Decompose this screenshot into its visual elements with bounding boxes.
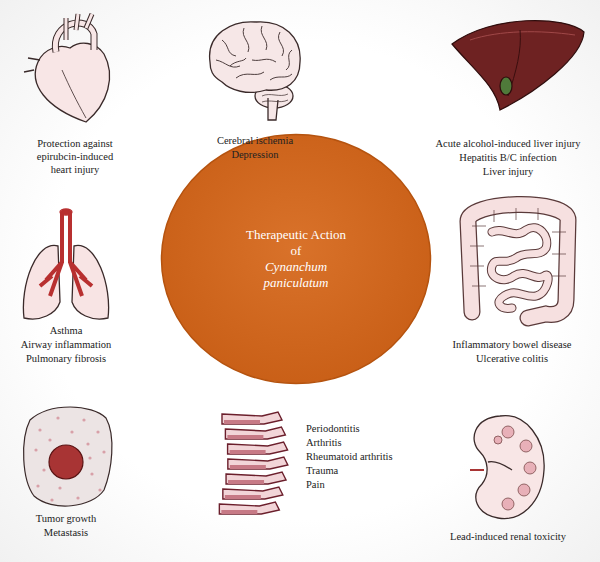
intestine-illustration-part: [468, 204, 568, 318]
caption-label: Depression: [231, 148, 278, 161]
spine-illustration-part: [224, 420, 260, 424]
cell-dots-part: [90, 472, 93, 475]
caption-label: Liver injury: [483, 165, 533, 178]
center-ellipse: Therapeutic Action ofCynanchum paniculat…: [160, 133, 432, 385]
intestine-illustration-part: [491, 228, 548, 309]
cell-dots-part: [56, 416, 59, 419]
caption-label: Acute alcohol-induced liver injury: [436, 137, 581, 150]
node-content: Therapeutic Action ofCynanchum paniculat…: [160, 133, 432, 385]
spine-illustration-part: [228, 457, 288, 469]
cell-dots-part: [34, 448, 37, 451]
caption-label: Asthma: [50, 324, 83, 337]
heart-illustration-part: [24, 58, 40, 72]
liver-illustration-part: [452, 21, 584, 110]
cell-dots-part: [98, 488, 101, 491]
kidney-illustration-part-part: [518, 484, 530, 496]
cell-dots-part: [36, 484, 39, 487]
tumor-cell-illustration-part: [49, 445, 83, 479]
node-text: Therapeutic Action of: [246, 227, 346, 259]
cell-dots-part: [88, 456, 91, 459]
cell-dots-part: [38, 428, 41, 431]
heart-illustration-part: [35, 43, 109, 122]
spine-illustration: [219, 412, 287, 514]
cell-dots-part: [42, 468, 45, 471]
intestine-illustration-part: [468, 204, 568, 318]
spine-illustration-part: [222, 412, 282, 424]
spine-illustration-part: [225, 495, 261, 499]
caption-label: Trauma: [306, 464, 338, 477]
cell-dots-part: [70, 430, 73, 433]
kidney-illustration-part-part: [524, 462, 536, 474]
caption-label: Ulcerative colitis: [476, 352, 548, 365]
kidney-illustration-part-part: [520, 440, 532, 452]
caption-label: Pulmonary fibrosis: [26, 352, 106, 365]
lungs-illustration-part: [60, 209, 72, 215]
caption-label: Arthritis: [306, 436, 342, 449]
caption-label: Tumor growth: [36, 512, 97, 525]
cell-dots: [34, 416, 105, 501]
brain-illustration: [210, 22, 301, 120]
kidney-illustration: [470, 416, 544, 519]
cell-dots-part: [50, 498, 53, 501]
brain-illustration-part: [262, 94, 288, 102]
tumor-cell-illustration-part: [24, 407, 112, 506]
kidney-illustration-part-part: [494, 436, 502, 444]
spine-illustration-part: [225, 427, 285, 439]
heart-illustration: [24, 14, 110, 122]
caption-label: Pain: [306, 478, 325, 491]
caption-label: Inflammatory bowel disease: [453, 338, 572, 351]
spine-illustration-part: [227, 435, 263, 439]
kidney-illustration-part: [470, 469, 484, 471]
spine-illustration-part: [228, 442, 288, 454]
kidney-illustration-part-part: [502, 498, 514, 510]
kidney-illustration-part-part: [502, 426, 514, 438]
node-text: Cynanchum paniculatum: [246, 259, 346, 291]
caption-label: Hepatitis B/C infection: [459, 151, 556, 164]
spine-illustration-part: [230, 450, 266, 454]
spine-illustration-part: [226, 472, 286, 484]
cell-dots-part: [48, 438, 51, 441]
brain-illustration-part: [216, 26, 292, 80]
cell-dots-part: [96, 430, 99, 433]
liver-illustration-part: [500, 77, 512, 95]
intestine-illustration-part: [491, 228, 548, 309]
caption-label: Airway inflammation: [21, 338, 112, 351]
liver-illustration-part: [470, 32, 575, 40]
lungs-illustration-part: [40, 212, 92, 296]
liver-illustration: [452, 21, 584, 110]
cell-dots-part: [82, 418, 85, 421]
caption-label: Lead-induced renal toxicity: [450, 530, 566, 543]
heart-illustration-part: [62, 70, 86, 118]
brain-illustration-part: [210, 22, 301, 93]
cell-dots-part: [86, 442, 89, 445]
caption-label: Rheumatoid arthritis: [306, 450, 393, 463]
caption-label: Periodontitis: [306, 422, 360, 435]
spine-illustration-part: [223, 487, 283, 499]
cell-dots-part: [102, 450, 105, 453]
heart-illustration-part: [66, 14, 92, 40]
kidney-illustration-part: [474, 416, 544, 519]
cell-dots-part: [76, 496, 79, 499]
cell-dots-part: [58, 486, 61, 489]
ellipse-fill: [162, 135, 431, 384]
caption-label: Metastasis: [44, 526, 88, 539]
intestine-illustration: [468, 204, 568, 318]
kidney-illustration-part: [488, 462, 512, 470]
caption-label: Protection against epirubcin-induced hea…: [28, 137, 123, 176]
spine-illustration-part: [219, 502, 279, 514]
kidney-illustration-part: [494, 426, 536, 510]
spine-illustration-part: [228, 480, 264, 484]
tumor-cell-illustration: [24, 407, 112, 506]
spine-illustration-part: [230, 465, 266, 469]
spine-illustration-part: [221, 510, 257, 514]
lungs-illustration: [23, 209, 108, 319]
caption-label: Cerebral ischemia: [217, 134, 293, 147]
heart-illustration-part: [66, 14, 92, 40]
